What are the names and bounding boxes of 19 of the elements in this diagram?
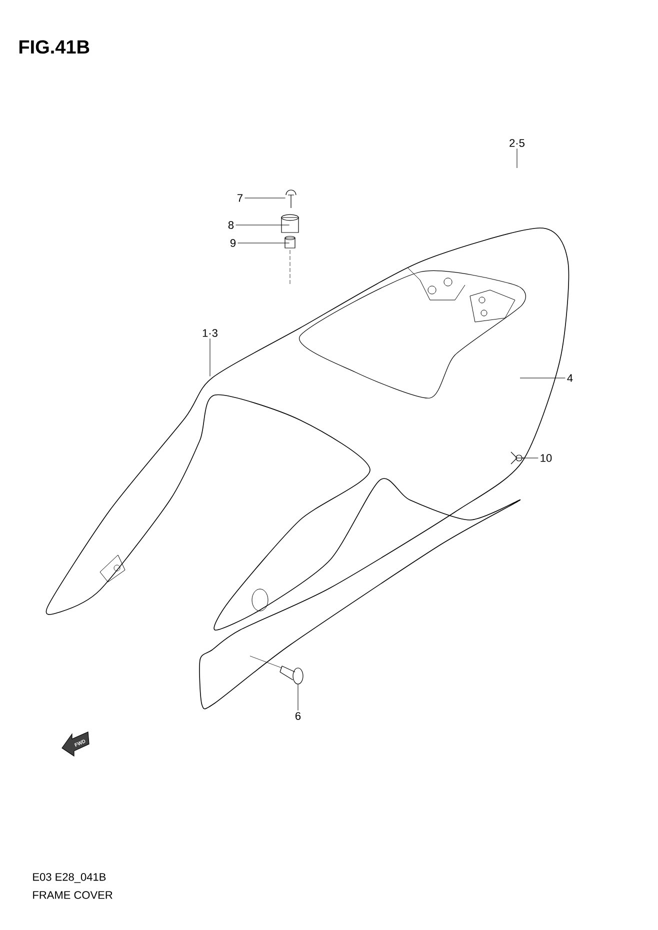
callout-number: 1·3: [202, 329, 218, 337]
leader-line: [236, 224, 290, 226]
footer-text: FRAME COVER: [33, 891, 112, 899]
footer-text: E03 E28_041B: [33, 873, 106, 883]
callout-number: 6: [296, 712, 301, 720]
cylinder-part: [284, 236, 296, 286]
callout-number: 7: [238, 194, 242, 202]
callout-number: 9: [230, 239, 236, 247]
callout-number: 4: [567, 374, 573, 382]
figure-title: FIG.41B: [19, 40, 90, 54]
part-drawing: [510, 452, 524, 464]
callout-number: 8: [228, 221, 234, 229]
callout-number: 10: [540, 454, 552, 462]
part-drawing: [286, 190, 296, 208]
callout-number: 2·5: [510, 139, 524, 147]
part-drawing: [250, 656, 304, 684]
cylinder-part: [281, 214, 299, 233]
leader-line: [238, 242, 290, 244]
leader-line: [516, 148, 518, 168]
